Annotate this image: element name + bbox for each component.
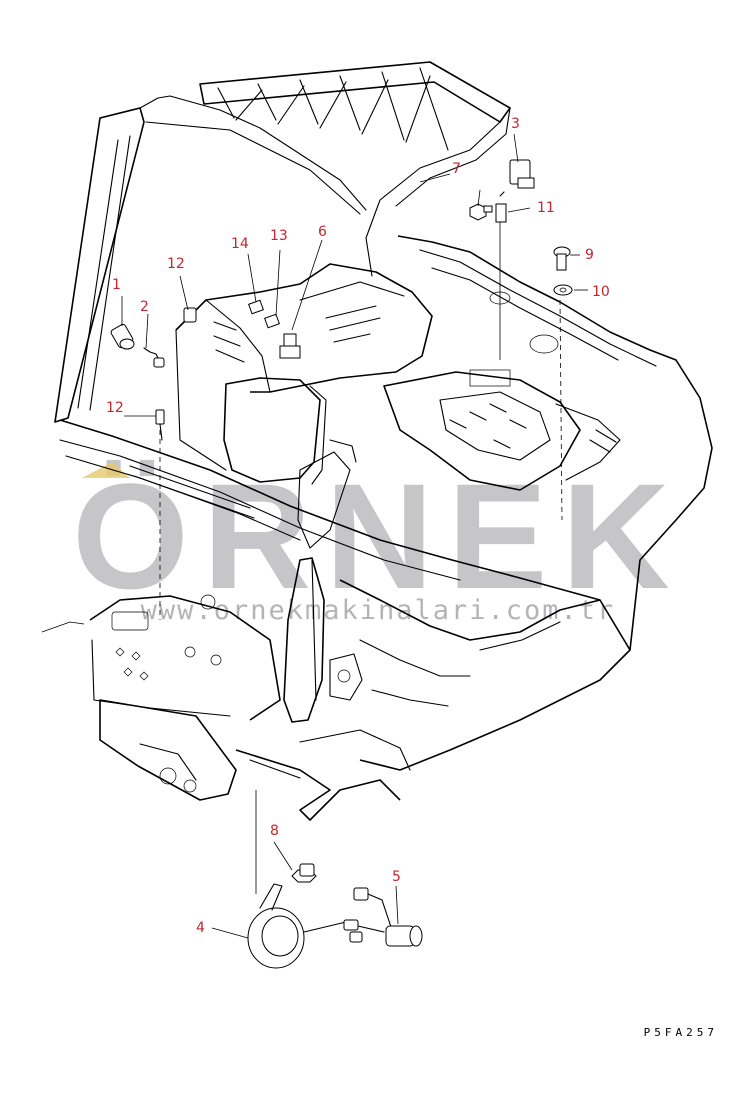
callout-10: 10 (592, 284, 610, 300)
callout-2: 2 (140, 299, 149, 315)
part-13-clip (264, 313, 280, 329)
callout-8: 8 (270, 823, 279, 839)
callout-7: 7 (452, 161, 461, 177)
callout-leaders (121, 133, 588, 939)
part-12-lower-connector (155, 409, 165, 441)
callout-11: 11 (537, 200, 555, 216)
part-3-relay (509, 159, 535, 189)
part-6-switch (279, 333, 301, 359)
watermark-url: www.ornekmakinalari.com.tr (141, 595, 616, 626)
part-9-screw (553, 246, 571, 271)
machine-frame-drawing (41, 61, 713, 894)
callout-1: 1 (112, 277, 121, 293)
callout-9: 9 (585, 247, 594, 263)
part-12-upper-connector (183, 307, 197, 323)
part-5-sensor (343, 887, 423, 947)
callout-12-upper: 12 (167, 256, 185, 272)
part-7-bolt (469, 203, 493, 221)
callout-14: 14 (231, 236, 249, 252)
callout-5: 5 (392, 869, 401, 885)
part-14-clip (248, 299, 264, 315)
watermark-accent-icon (82, 462, 130, 478)
part-2-connector (143, 347, 165, 368)
callout-labels: 1 2 3 7 11 9 10 12 12 14 13 6 8 5 4 (106, 116, 610, 936)
watermark: ÖRNEK www.ornekmakinalari.com.tr (72, 452, 670, 626)
callout-12-lower: 12 (106, 400, 124, 416)
part-4-horn (247, 883, 347, 969)
part-8-bolt (291, 863, 317, 883)
callout-13: 13 (270, 228, 288, 244)
part-11-bracket (495, 191, 507, 223)
callout-4: 4 (196, 920, 205, 936)
part-1-switch (110, 323, 135, 350)
callout-6: 6 (318, 224, 327, 240)
drawing-code: P5FA257 (644, 1026, 718, 1039)
callout-3: 3 (511, 116, 520, 132)
part-10-washer (553, 284, 573, 296)
